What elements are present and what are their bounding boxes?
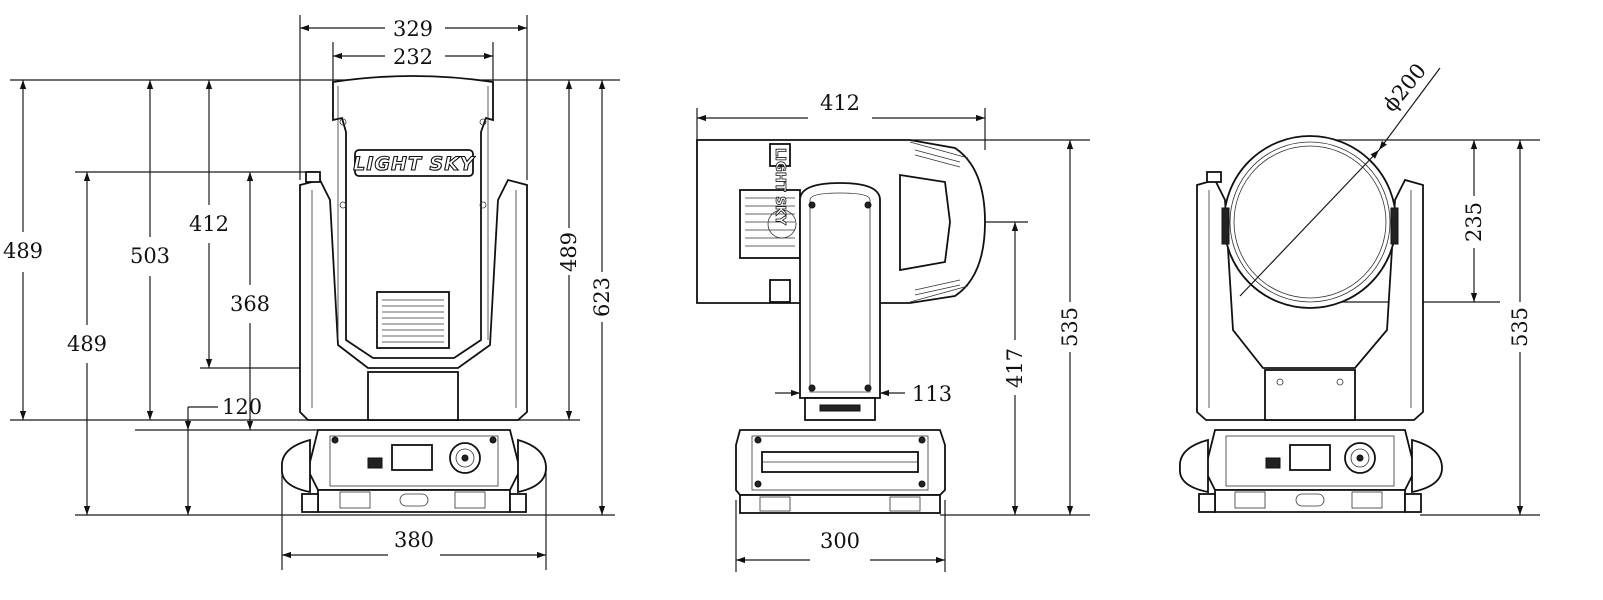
dim-front-489-inner: 489 [67,332,107,356]
dim-front-412: 412 [189,212,229,236]
rear-view: ϕ200 235 535 [1179,59,1540,516]
dim-front-368: 368 [230,292,270,316]
dim-front-503: 503 [130,244,170,268]
dim-front-623: 623 [590,277,614,317]
dim-front-380: 380 [394,528,434,552]
side-view: LIGHT SKY 412 113 417 535 300 [696,91,1090,572]
dim-front-489-outer: 489 [3,239,43,263]
dim-side-535: 535 [1058,307,1082,347]
dim-front-120: 120 [222,395,262,419]
dim-side-113: 113 [912,382,952,406]
vent-grille [382,299,444,343]
dim-side-300: 300 [820,529,860,553]
brand-logo: LIGHT SKY [353,153,476,175]
side-brand-top: LIGHT SKY [772,148,787,226]
dim-front-329: 329 [393,17,433,41]
dim-rear-535: 535 [1508,307,1532,347]
dim-side-417: 417 [1003,348,1027,388]
dim-front-232: 232 [393,45,433,69]
front-view: LIGHT SKY 329 232 489 [3,15,620,570]
dim-rear-diameter: ϕ200 [1378,59,1431,116]
dim-rear-235: 235 [1462,202,1486,242]
dim-front-489-right: 489 [557,232,581,272]
side-fins [914,149,961,296]
dim-side-412: 412 [820,91,860,115]
